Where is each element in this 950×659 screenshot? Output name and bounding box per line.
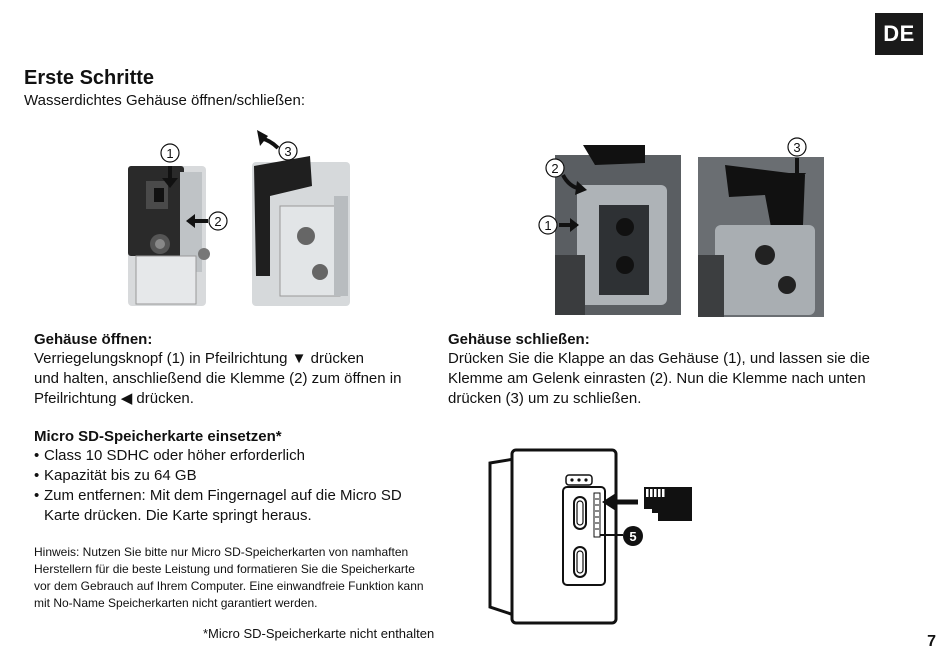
- sd-bullet: Kapazität bis zu 64 GB: [34, 466, 434, 486]
- open-line: Pfeilrichtung ◀ drücken.: [34, 390, 194, 407]
- hint-line: Herstellern für die beste Leistung und f…: [34, 562, 415, 576]
- arrow-left-icon: [186, 214, 208, 228]
- svg-text:2: 2: [214, 214, 221, 229]
- hint-line: vor dem Gebrauch auf Ihrem Computer. Ein…: [34, 579, 424, 593]
- svg-text:1: 1: [166, 146, 173, 161]
- close-line: drücken (3) um zu schließen.: [448, 390, 642, 407]
- open-instructions: Verriegelungsknopf (1) in Pfeilrichtung …: [34, 349, 434, 409]
- housing-photo-right: [252, 156, 350, 306]
- housing-photo-left: [128, 166, 210, 306]
- svg-text:3: 3: [793, 140, 800, 155]
- arrow-down-icon-close: [788, 158, 806, 185]
- close-photo-left: [555, 145, 681, 315]
- open-heading: Gehäuse öffnen:: [34, 331, 153, 348]
- arrow-right-icon: [559, 218, 579, 232]
- open-housing-figure: 1 2 3: [128, 130, 350, 306]
- sd-bullet: Class 10 SDHC oder höher erforderlich: [34, 446, 434, 466]
- step-3-marker-close: 3: [787, 137, 807, 157]
- hint-line: Hinweis: Nutzen Sie bitte nur Micro SD-S…: [34, 545, 409, 559]
- footnote: *Micro SD-Speicherkarte nicht enthalten: [203, 626, 435, 641]
- sd-heading: Micro SD-Speicherkarte einsetzen*: [34, 428, 282, 445]
- open-line: und halten, anschließend die Klemme (2) …: [34, 370, 402, 387]
- arrow-down-icon: [162, 166, 178, 188]
- step-1-marker-close: 1: [538, 215, 558, 235]
- page-number: 7: [927, 633, 936, 650]
- step-1-marker: 1: [160, 143, 180, 163]
- camera-side-view: [488, 448, 618, 625]
- insert-arrow-icon: [602, 493, 638, 511]
- step-5-marker: 5: [623, 526, 643, 546]
- hint-line: mit No-Name Speicherkarten nicht garanti…: [34, 596, 318, 610]
- page-subtitle: Wasserdichtes Gehäuse öffnen/schließen:: [24, 92, 305, 109]
- sd-bullet-continuation: Karte drücken. Die Karte springt heraus.: [44, 507, 312, 524]
- page-title: Erste Schritte: [24, 67, 155, 89]
- close-line: Klemme am Gelenk einrasten (2). Nun die …: [448, 370, 866, 387]
- close-instructions: Drücken Sie die Klappe an das Gehäuse (1…: [448, 349, 908, 409]
- curved-arrow-icon: [257, 130, 280, 150]
- close-housing-figure: 2 1 3: [538, 137, 824, 317]
- language-badge: DE: [875, 13, 923, 55]
- close-photo-right: [698, 157, 824, 317]
- hint-note: Hinweis: Nutzen Sie bitte nur Micro SD-S…: [34, 544, 444, 612]
- micro-sd-card-icon: [644, 487, 692, 521]
- svg-text:5: 5: [629, 529, 636, 544]
- svg-text:1: 1: [544, 218, 551, 233]
- step-3-marker: 3: [278, 141, 298, 161]
- svg-text:2: 2: [551, 161, 558, 176]
- svg-text:3: 3: [284, 144, 291, 159]
- close-heading: Gehäuse schließen:: [448, 331, 590, 348]
- close-line: Drücken Sie die Klappe an das Gehäuse (1…: [448, 350, 870, 367]
- open-line: Verriegelungsknopf (1) in Pfeilrichtung …: [34, 350, 365, 367]
- sd-card-diagram: 5: [488, 448, 692, 625]
- sd-bullets: Class 10 SDHC oder höher erforderlich Ka…: [34, 446, 434, 526]
- step-2-marker: 2: [208, 211, 228, 231]
- sd-bullet: Zum entfernen: Mit dem Fingernagel auf d…: [34, 486, 434, 506]
- sd-slot: [593, 492, 601, 538]
- curved-arrow-down-icon: [561, 174, 587, 195]
- step-2-marker-close: 2: [545, 158, 565, 178]
